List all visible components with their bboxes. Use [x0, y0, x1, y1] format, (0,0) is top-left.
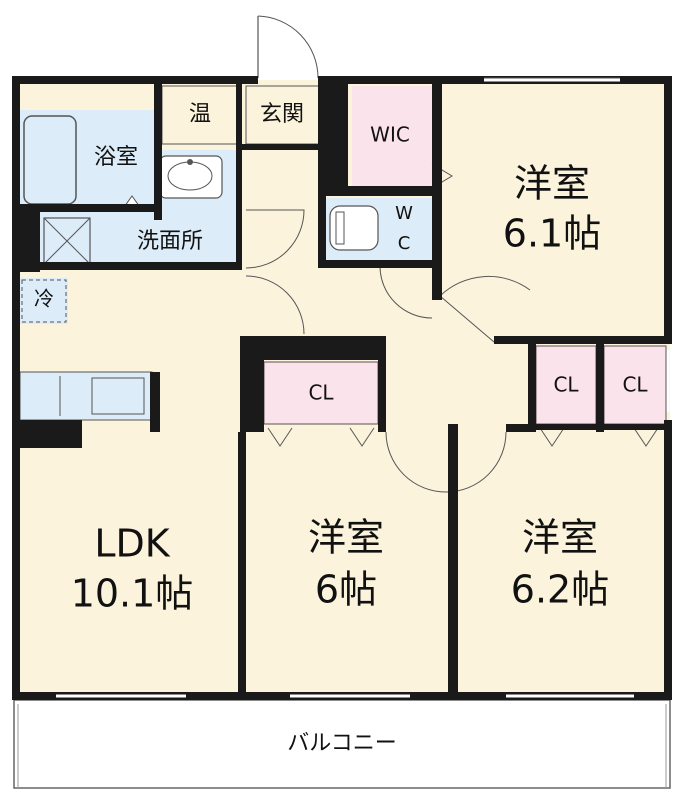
wic-area — [352, 86, 432, 186]
closet-e1-area — [535, 345, 597, 425]
fridge-area — [20, 278, 68, 324]
room-se-name: 洋室 — [522, 516, 598, 560]
water-heater-area — [161, 85, 241, 145]
balcony-area — [13, 699, 671, 789]
room-se-size: 6.2帖 — [511, 568, 609, 612]
closet-mid-area — [263, 361, 379, 425]
ldk-name: LDK — [94, 522, 170, 566]
washroom-label: 洗面所 — [137, 229, 203, 254]
fridge-label: 冷 — [34, 287, 54, 311]
room-sw-name: 洋室 — [308, 516, 384, 560]
toilet-c-label: C — [398, 233, 411, 254]
closet-e2-area — [603, 345, 667, 425]
balcony-label: バルコニー — [287, 731, 397, 756]
closet-mid-label: CL — [308, 381, 334, 405]
closet-e1-label: CL — [553, 373, 579, 397]
kitchen-counter — [19, 371, 153, 421]
room-sw-size: 6帖 — [315, 568, 377, 612]
bath-label: 浴室 — [94, 145, 138, 170]
wic-label: WIC — [370, 123, 410, 147]
water-heater-label: 温 — [189, 102, 211, 127]
ldk-size: 10.1帖 — [71, 572, 194, 616]
room-ne-name: 洋室 — [514, 162, 590, 206]
room-ne-size: 6.1帖 — [503, 212, 601, 256]
entrance-label: 玄関 — [260, 102, 304, 127]
walls — [12, 76, 672, 700]
toilet-w-label: W — [395, 203, 413, 224]
closet-e2-label: CL — [622, 373, 648, 397]
